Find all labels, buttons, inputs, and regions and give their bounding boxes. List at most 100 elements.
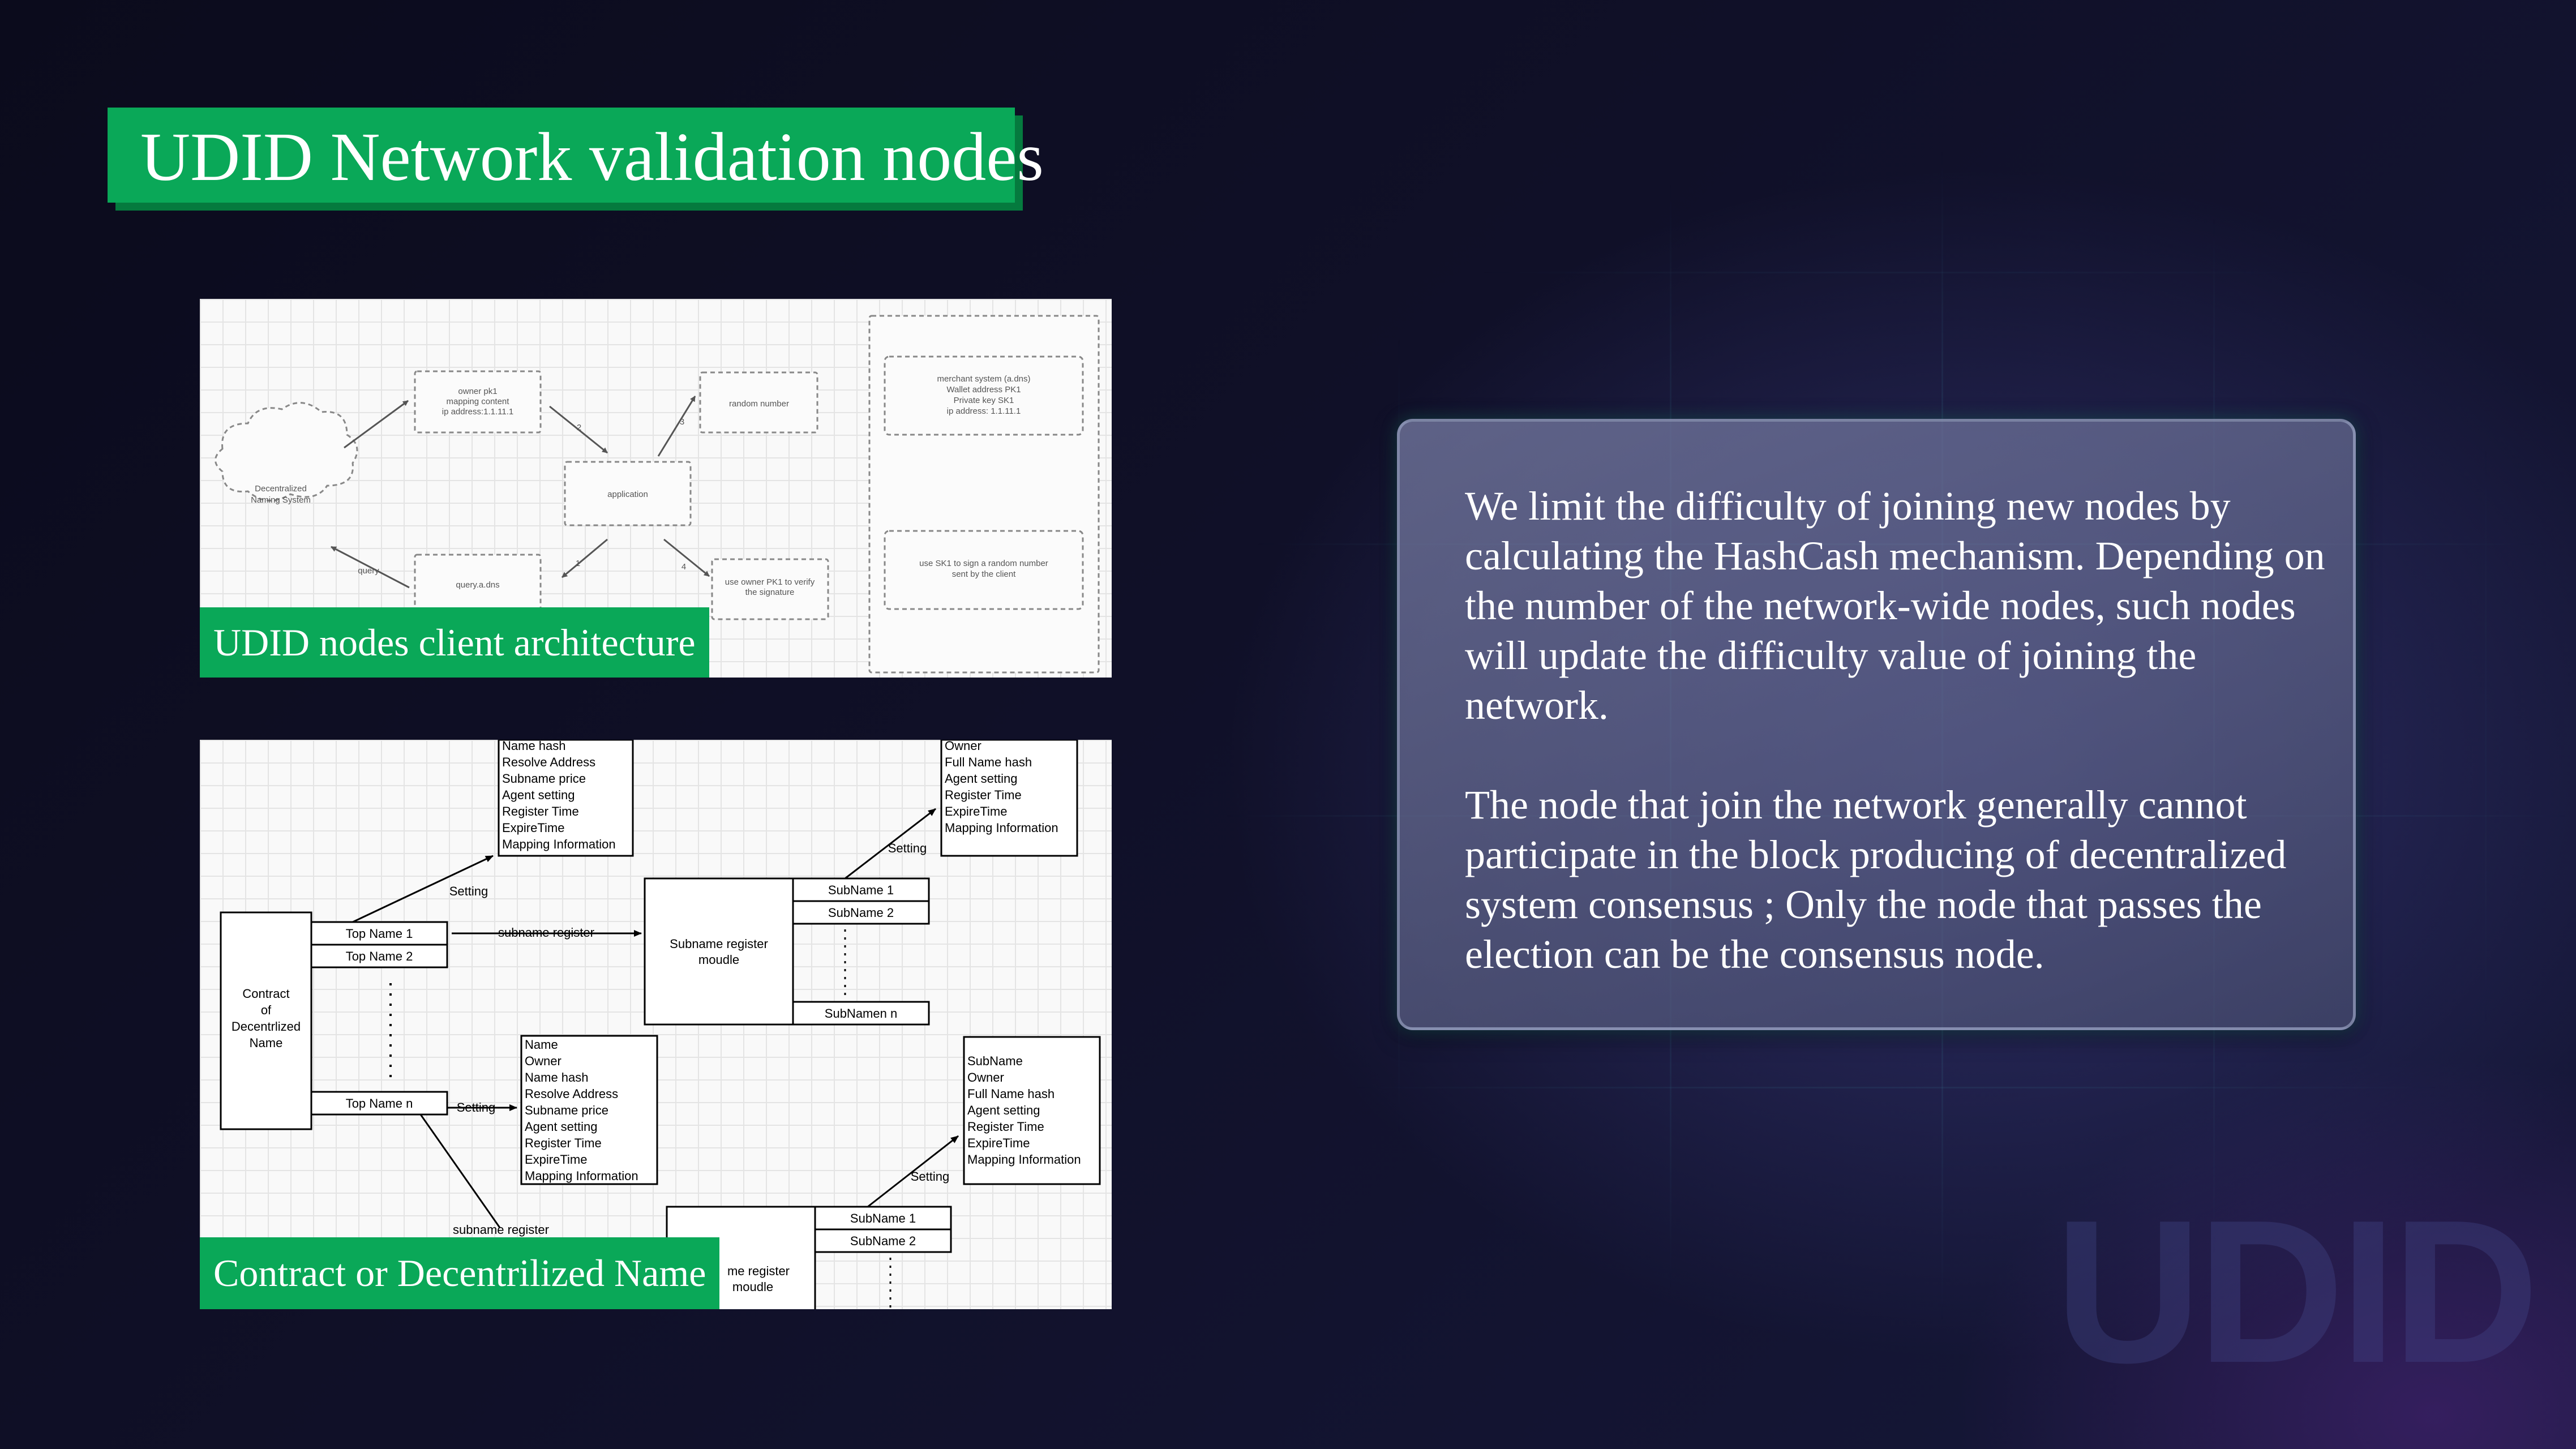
- description-panel: We limit the difficulty of joining new n…: [1397, 419, 2356, 1030]
- name-box-mid: [520, 1035, 658, 1185]
- name-hash-box-text: Name hash Resolve Address Subname price …: [502, 740, 616, 851]
- box-top-line-1: Name hash: [502, 740, 566, 753]
- subname-module-label-2: moudle: [698, 953, 739, 967]
- box-right-line-4: Agent setting: [967, 1103, 1040, 1117]
- box-top-line-3: Subname price: [502, 771, 586, 786]
- owner-label-3: ip address:1.1.11.1: [442, 407, 513, 417]
- subname-module-2-label-1: me register: [727, 1264, 790, 1278]
- box-mid-line-9: Mapping Information: [525, 1169, 638, 1183]
- subname-module-box: [644, 877, 794, 1026]
- merchant-node: [884, 355, 1084, 436]
- box-mid-line-6: Agent setting: [525, 1120, 597, 1134]
- merchant-label-1: merchant system (a.dns): [937, 374, 1030, 384]
- box-right-line-2: Owner: [967, 1070, 1004, 1084]
- edge-label-query: query: [358, 566, 379, 576]
- subname-1-cell-2: [814, 1206, 952, 1231]
- box-right-line-5: Register Time: [967, 1120, 1044, 1134]
- subname-2-cell-2: [814, 1228, 952, 1253]
- box-top-line-4: Agent setting: [502, 788, 575, 802]
- caption-contract-name: Contract or Decentrilized Name: [200, 1237, 720, 1309]
- subname-box-right: [963, 1036, 1101, 1185]
- subname-1: SubName 1: [828, 883, 894, 897]
- setting-label-2: Setting: [457, 1100, 496, 1114]
- box-topright-line-3: Agent setting: [945, 771, 1017, 786]
- box-mid-line-8: ExpireTime: [525, 1152, 587, 1167]
- contract-box: [220, 911, 312, 1130]
- subname-box-right-text: SubName Owner Full Name hash Agent setti…: [967, 1054, 1081, 1167]
- subname-module-2-label-2: moudle: [732, 1280, 773, 1294]
- application-node: [564, 461, 692, 526]
- box-right-line-1: SubName: [967, 1054, 1023, 1068]
- subname-2: SubName 2: [828, 906, 894, 920]
- subname-n: SubNamen n: [825, 1006, 897, 1021]
- top-name-1-cell: [310, 921, 448, 946]
- contract-label-4: Name: [250, 1036, 283, 1050]
- subname-register-arrow-label: subname register: [498, 925, 594, 940]
- contract-label-3: Decentrlized: [232, 1019, 301, 1034]
- subname-2-b: SubName 2: [850, 1234, 916, 1248]
- subname-module-label-1: Subname register: [670, 937, 768, 951]
- cloud-label-2: Naming System: [251, 495, 311, 505]
- contract-name-svg: Contract of Decentrlized Name Top Name 1…: [220, 740, 1101, 1309]
- box-mid-line-5: Subname price: [525, 1103, 608, 1117]
- box-mid-line-1: Name: [525, 1038, 558, 1052]
- edge-label-3: 3: [680, 417, 684, 427]
- box-top-line-5: Register Time: [502, 804, 579, 818]
- verify-node: [711, 558, 829, 620]
- contract-label-1: Contract: [242, 987, 289, 1001]
- setting-label-3: Setting: [888, 841, 927, 855]
- top-name-2-cell: [310, 944, 448, 968]
- merchant-label-2: Wallet address PK1: [946, 385, 1021, 395]
- description-paragraph-2: The node that join the network generally…: [1465, 782, 2287, 977]
- random-number-node: [699, 371, 818, 434]
- name-box-mid-text: Name Owner Name hash Resolve Address Sub…: [525, 1038, 638, 1183]
- application-label: application: [607, 490, 648, 499]
- edge-label-4: 4: [681, 562, 686, 572]
- box-top-line-6: ExpireTime: [502, 821, 564, 835]
- owner-label-2: mapping content: [447, 397, 510, 406]
- caption-client-architecture: UDID nodes client architecture: [200, 607, 709, 678]
- sign-label-2: sent by the client: [952, 569, 1016, 579]
- contract-name-diagram: Contract of Decentrlized Name Top Name 1…: [200, 740, 1112, 1309]
- box-right-line-3: Full Name hash: [967, 1087, 1055, 1101]
- client-architecture-svg: 2 3 1 4 query Decentralized Naming Syste…: [215, 315, 1100, 674]
- subname-2-cell: [792, 900, 930, 925]
- subname-register-label: subname register: [453, 1223, 549, 1237]
- setting-label-1: Setting: [449, 884, 488, 898]
- box-mid-line-7: Register Time: [525, 1136, 602, 1150]
- owner-node: [414, 370, 542, 434]
- owner-box-topright: [940, 740, 1078, 857]
- merchant-label-4: ip address: 1.1.11.1: [947, 406, 1021, 416]
- box-topright-line-6: Mapping Information: [945, 821, 1058, 835]
- box-mid-line-3: Name hash: [525, 1070, 589, 1084]
- contract-label-2: of: [261, 1003, 272, 1017]
- box-topright-line-5: ExpireTime: [945, 804, 1007, 818]
- title-banner: UDID Network validation nodes: [108, 108, 1044, 203]
- box-top-line-2: Resolve Address: [502, 755, 595, 769]
- top-name-1: Top Name 1: [346, 927, 413, 941]
- subname-n-cell: [792, 1001, 930, 1026]
- edge-label-1: 1: [576, 559, 580, 568]
- top-name-n-cell: [310, 1091, 448, 1116]
- page-title: UDID Network validation nodes: [140, 119, 1044, 195]
- udid-watermark: UDID: [2055, 1178, 2539, 1405]
- naming-system-cloud: [215, 402, 358, 501]
- name-hash-box: [498, 740, 634, 857]
- box-topright-line-1: Owner: [945, 740, 981, 753]
- verify-label-2: the signature: [745, 588, 795, 597]
- box-right-line-7: Mapping Information: [967, 1152, 1081, 1167]
- box-topright-line-4: Register Time: [945, 788, 1022, 802]
- edge-label-2: 2: [577, 423, 581, 432]
- description-paragraph-1: We limit the difficulty of joining new n…: [1465, 483, 2325, 728]
- box-mid-line-2: Owner: [525, 1054, 562, 1068]
- cloud-label-1: Decentralized: [255, 484, 307, 494]
- box-topright-line-2: Full Name hash: [945, 755, 1032, 769]
- sign-node: [884, 530, 1084, 610]
- box-right-line-6: ExpireTime: [967, 1136, 1030, 1150]
- subname-1-b: SubName 1: [850, 1211, 916, 1225]
- verify-label-1: use owner PK1 to verify: [725, 577, 815, 587]
- merchant-label-3: Private key SK1: [954, 396, 1014, 405]
- box-mid-line-4: Resolve Address: [525, 1087, 618, 1101]
- random-number-label: random number: [729, 399, 789, 409]
- sign-label-1: use SK1 to sign a random number: [919, 559, 1048, 568]
